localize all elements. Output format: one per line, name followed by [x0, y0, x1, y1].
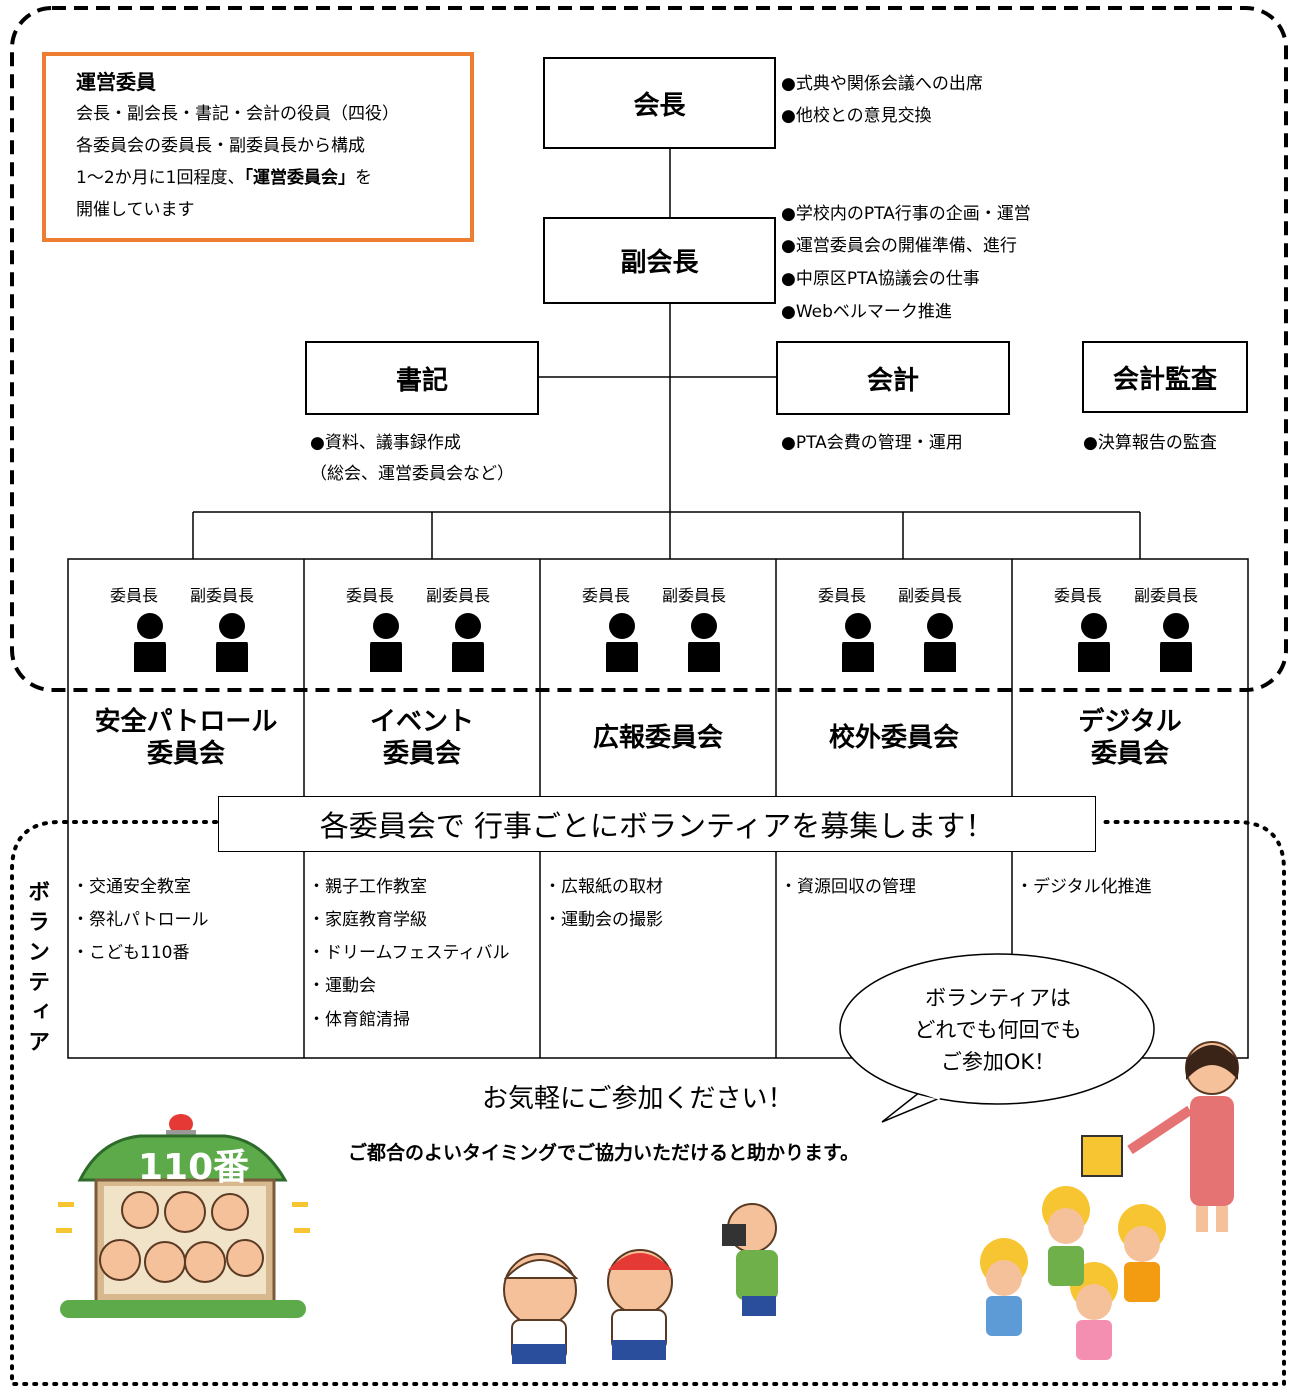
auditor-duty-1: ●決算報告の監査 — [1083, 433, 1217, 453]
activity-safety-3: ・こども110番 — [72, 943, 190, 963]
steering-line3-pre: 1～2か月に1回程度、 — [76, 168, 245, 188]
president-label: 会長 — [633, 90, 686, 121]
vice-chair-label-2: 副委員長 — [426, 586, 491, 605]
treasurer-duty-1: ●PTA会費の管理・運用 — [781, 433, 963, 453]
president-duty-2: ●他校との意見交換 — [781, 106, 932, 126]
activity-event-1: ・親子工作教室 — [308, 877, 427, 897]
activity-digital-1: ・デジタル化推進 — [1016, 877, 1152, 897]
vice-duty-4: ●Webベルマーク推進 — [781, 302, 952, 322]
activity-pr-2: ・運動会の撮影 — [544, 910, 663, 930]
volunteer-dotted-frame — [10, 820, 1286, 1386]
steering-line4: 開催しています — [76, 200, 195, 220]
activity-event-5: ・体育館清掃 — [308, 1010, 410, 1030]
committee-name-digital: デジタル 委員会 — [1078, 707, 1182, 769]
invite-heading: お気軽にご参加ください！ — [482, 1084, 794, 1114]
auditor-box: 会計監査 — [1082, 341, 1248, 413]
chair-label-1: 委員長 — [110, 586, 159, 605]
vice-chair-label-4: 副委員長 — [898, 586, 963, 605]
committee-name-pr: 広報委員会 — [592, 723, 723, 753]
activity-event-3: ・ドリームフェスティバル — [308, 943, 510, 963]
vice-duty-3: ●中原区PTA協議会の仕事 — [781, 269, 980, 289]
chair-label-2: 委員長 — [346, 586, 395, 605]
volunteer-banner-text: 各委員会で 行事ごとにボランティアを募集します！ — [319, 809, 995, 843]
speech-bubble: ボランティアは どれでも何回でも ご参加OK！ — [880, 982, 1116, 1078]
activity-safety-2: ・祭礼パトロール — [72, 910, 209, 930]
activity-safety-1: ・交通安全教室 — [72, 877, 191, 897]
steering-note: 運営委員 会長・副会長・書記・会計の役員（四役） 各委員会の委員長・副委員長から… — [42, 52, 474, 242]
volunteer-vertical-label: ボランティア — [24, 880, 49, 1060]
vice-duty-2: ●運営委員会の開催準備、進行 — [781, 236, 1017, 256]
chair-label-5: 委員長 — [1054, 586, 1103, 605]
steering-line3-post: を — [354, 168, 372, 188]
activity-event-2: ・家庭教育学級 — [308, 910, 427, 930]
chair-label-4: 委員長 — [818, 586, 867, 605]
secretary-duty-2: （総会、運営委員会など） — [310, 464, 514, 484]
president-duty-1: ●式典や関係会議への出席 — [781, 74, 983, 94]
vice-chair-label-5: 副委員長 — [1134, 586, 1199, 605]
steering-title: 運営委員 — [76, 70, 156, 94]
steering-line1: 会長・副会長・書記・会計の役員（四役） — [76, 104, 399, 124]
steering-dashed-frame — [10, 6, 1288, 692]
invite-subtext: ご都合のよいタイミングでご協力いただけると助かります。 — [348, 1142, 860, 1164]
vice-chair-label-3: 副委員長 — [662, 586, 727, 605]
committee-name-safety: 安全パトロール 委員会 — [94, 707, 278, 769]
activity-event-4: ・運動会 — [308, 976, 376, 996]
steering-line2: 各委員会の委員長・副委員長から構成 — [76, 136, 365, 156]
secretary-box: 書記 — [305, 341, 539, 415]
treasurer-label: 会計 — [866, 365, 919, 396]
president-box: 会長 — [543, 57, 776, 149]
secretary-duty-1: ●資料、議事録作成 — [310, 433, 461, 453]
vice-president-label: 副会長 — [620, 248, 699, 278]
committee-name-event: イベント 委員会 — [369, 707, 474, 769]
vice-president-box: 副会長 — [543, 217, 776, 304]
committee-name-outside: 校外委員会 — [828, 723, 959, 753]
secretary-label: 書記 — [395, 365, 448, 396]
volunteer-banner: 各委員会で 行事ごとにボランティアを募集します！ — [218, 796, 1096, 852]
bubble-line-1: ボランティアは — [925, 986, 1071, 1010]
steering-line3-bold: 「運営委員会」 — [244, 168, 355, 188]
auditor-label: 会計監査 — [1112, 364, 1217, 395]
activity-pr-1: ・広報紙の取材 — [544, 877, 663, 897]
activity-outside-1: ・資源回収の管理 — [780, 877, 916, 897]
vice-duty-1: ●学校内のPTA行事の企画・運営 — [781, 204, 1031, 224]
treasurer-box: 会計 — [776, 341, 1010, 415]
bubble-line-3: ご参加OK！ — [940, 1050, 1056, 1074]
vice-chair-label-1: 副委員長 — [190, 586, 255, 605]
bubble-line-2: どれでも何回でも — [914, 1018, 1082, 1042]
chair-label-3: 委員長 — [582, 586, 631, 605]
house-110-sign: 110番 — [138, 1147, 250, 1188]
committee-table — [67, 558, 1249, 1059]
